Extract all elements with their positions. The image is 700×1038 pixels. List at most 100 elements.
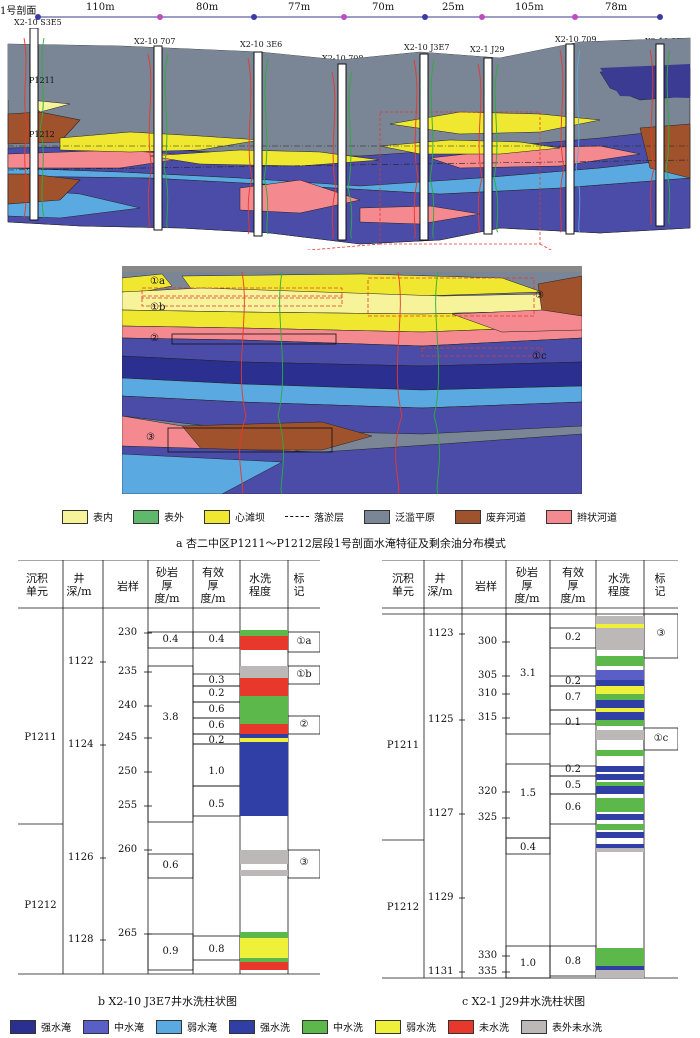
legend-item: 废弃河道 <box>455 509 526 524</box>
eff-value: 0.2 <box>208 735 225 746</box>
core-tick: 305 <box>478 670 498 681</box>
header-wash: 水洗程度 <box>608 572 630 598</box>
core-tick: 240 <box>118 700 138 711</box>
zoom-mark-1b: ①b <box>150 302 166 313</box>
distance-label: 77m <box>288 2 311 13</box>
cross-section <box>7 28 691 250</box>
header-unit: 沉积单元 <box>26 572 48 598</box>
core-tick: 260 <box>118 844 138 855</box>
eff-value: 0.3 <box>208 675 225 686</box>
core-tick: 320 <box>478 786 498 797</box>
eff-value: 0.2 <box>565 676 581 687</box>
mark-label: ①a <box>296 636 312 647</box>
header-sand: 砂岩厚度/m <box>154 566 180 605</box>
depth-tick: 1125 <box>428 714 454 725</box>
legend-item: 中水淹 <box>83 1019 144 1034</box>
header-eff: 有效厚度/m <box>200 566 226 605</box>
core-tick: 325 <box>478 812 498 823</box>
header-core: 岩样 <box>475 580 497 593</box>
sand-value: 1.0 <box>520 958 536 969</box>
depth-tick: 1123 <box>428 628 454 639</box>
core-tick: 315 <box>478 712 498 723</box>
well-name: X2-1 J29 <box>470 45 505 54</box>
header-unit: 沉积单元 <box>392 572 414 598</box>
legend-a: 表内 表外 心滩坝 落淤层 泛滥平原 废弃河道 辫状河道 <box>62 509 662 524</box>
zoom-mark-1c: ①c <box>532 351 547 362</box>
well-name: X2-10 709 <box>555 35 597 44</box>
legend-item: 未水洗 <box>448 1019 509 1034</box>
mark-label: ③ <box>299 857 309 868</box>
legend-item: 弱水洗 <box>375 1019 436 1034</box>
unit-label: P1212 <box>24 900 57 911</box>
zoom-mark-1a: ①a <box>150 276 165 287</box>
eff-value: 0.6 <box>208 704 225 715</box>
depth-tick: 1127 <box>428 808 454 819</box>
zoom-panel <box>122 266 582 494</box>
unit-label: P1211 <box>386 740 420 751</box>
eff-value: 0.7 <box>565 692 581 703</box>
well-name: X2-10 707 <box>134 37 176 46</box>
core-tick: 245 <box>118 732 138 743</box>
core-tick: 330 <box>478 950 498 961</box>
header-core: 岩样 <box>117 580 139 593</box>
well-name: X2-10 J3E7 <box>404 43 450 52</box>
mark-label: ①b <box>296 669 312 680</box>
sand-value: 1.5 <box>520 788 536 799</box>
mark-label: ①c <box>653 733 669 744</box>
well-name: X2-10 S3E5 <box>14 18 62 27</box>
core-tick: 230 <box>118 627 138 638</box>
core-tick: 310 <box>478 688 498 699</box>
distance-label: 78m <box>605 2 628 13</box>
legend-item: 强水洗 <box>229 1019 290 1034</box>
column-c <box>382 560 678 979</box>
eff-value: 0.2 <box>208 688 225 699</box>
eff-value: 0.2 <box>565 764 581 775</box>
sand-value: 3.8 <box>162 712 179 723</box>
eff-value: 0.6 <box>208 720 225 731</box>
eff-value: 0.2 <box>565 632 581 643</box>
eff-value: 0.8 <box>565 956 581 967</box>
depth-tick: 1129 <box>428 892 454 903</box>
sand-value: 0.4 <box>520 842 536 853</box>
sand-value: 0.6 <box>162 860 179 871</box>
legend-item: 表内 <box>62 509 113 524</box>
legend-item: 表外 <box>133 509 184 524</box>
legend-item: 心滩坝 <box>204 509 265 524</box>
eff-value: 0.6 <box>565 802 581 813</box>
header-mark: 标记 <box>654 572 666 598</box>
distance-bar <box>35 14 663 20</box>
distance-label: 80m <box>196 2 219 13</box>
legend-item: 落淤层 <box>285 509 344 524</box>
legend-item: 辫状河道 <box>546 509 617 524</box>
header-eff: 有效厚度/m <box>560 566 586 605</box>
header-mark: 标记 <box>293 572 305 598</box>
eff-value: 0.8 <box>208 944 225 955</box>
distance-label: 25m <box>442 2 465 13</box>
well-name: X2-10 3E6 <box>240 40 283 49</box>
unit-label: P1211 <box>24 732 57 743</box>
core-tick: 255 <box>118 800 138 811</box>
legend-item: 表外未水洗 <box>521 1019 602 1034</box>
core-tick: 300 <box>478 636 498 647</box>
sand-value: 3.1 <box>520 668 536 679</box>
depth-tick: 1128 <box>68 934 94 945</box>
zoom-mark-3-left: ③ <box>146 432 155 443</box>
core-tick: 235 <box>118 666 138 677</box>
eff-value: 0.1 <box>565 717 581 728</box>
p1211-tag: P1211 <box>29 76 55 85</box>
caption-c: c X2-1 J29井水洗柱状图 <box>462 995 586 1008</box>
legend-item: 中水洗 <box>302 1019 363 1034</box>
header-depth: 井深/m <box>427 572 453 598</box>
depth-tick: 1122 <box>68 656 94 667</box>
depth-tick: 1124 <box>68 739 94 750</box>
caption-a: a 杏二中区P1211～P1212层段1号剖面水淹特征及剩余油分布模式 <box>176 537 506 550</box>
zoom-mark-3-right: ③ <box>535 290 544 301</box>
header-sand: 砂岩厚度/m <box>514 566 540 605</box>
mark-label: ② <box>299 719 309 730</box>
p1212-tag: P1212 <box>29 130 55 139</box>
header-depth: 井深/m <box>66 572 92 598</box>
eff-value: 0.4 <box>208 634 225 645</box>
caption-b: b X2-10 J3E7井水洗柱状图 <box>98 995 238 1008</box>
well-name: X2-10 708 <box>322 54 364 63</box>
distance-label: 105m <box>515 2 544 13</box>
